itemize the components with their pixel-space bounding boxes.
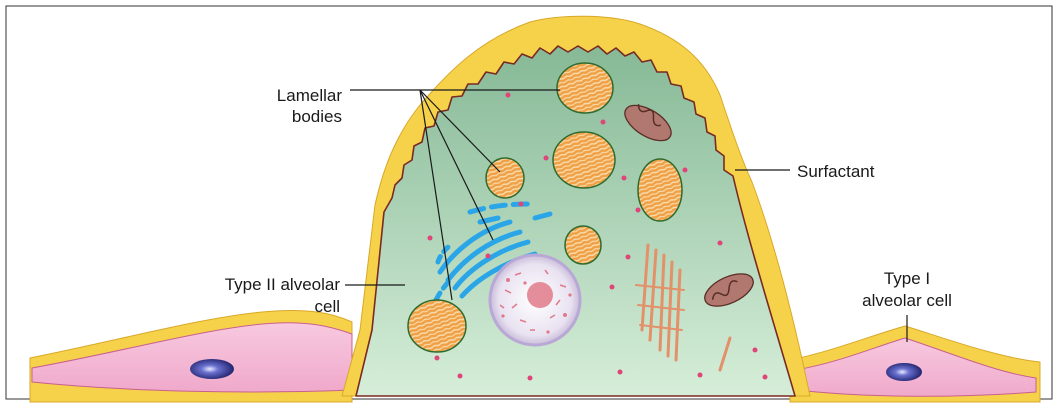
label-type2-line1: Type II alveolar [225,275,341,294]
label-lamellar-line1: Lamellar [277,86,343,105]
label-type1-line2: alveolar cell [862,291,952,310]
label-type2-line2: cell [314,297,340,316]
type1-nucleus-left [190,359,234,379]
lamellar-body-5 [565,226,601,264]
lamellar-body-1 [557,63,613,113]
label-type1-line1: Type I [884,269,930,288]
type1-nucleus-right [886,363,922,381]
type2-nucleus [490,255,580,345]
label-lamellar-line2: bodies [292,107,342,126]
lamellar-body-3 [553,132,615,188]
label-surfactant: Surfactant [797,162,875,181]
lamellar-body-6 [408,300,466,352]
lamellar-body-4 [638,159,682,221]
